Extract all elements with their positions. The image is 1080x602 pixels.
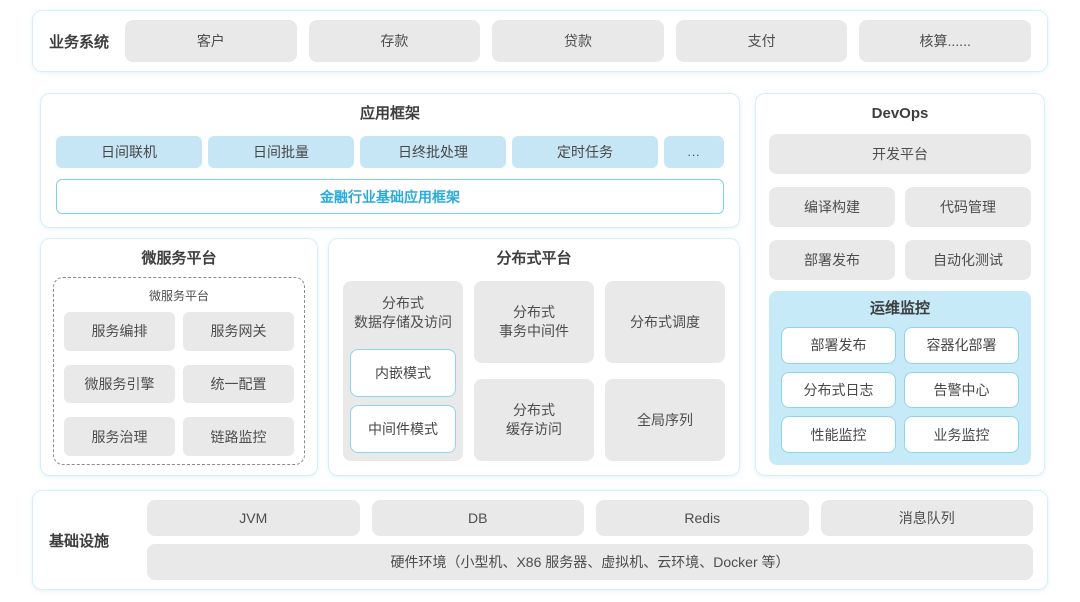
business-systems-row: 客户 存款 贷款 支付 核算...... (125, 20, 1031, 62)
business-systems-panel: 业务系统 客户 存款 贷款 支付 核算...... (32, 10, 1048, 72)
distributed-storage-label: 分布式 数据存储及访问 (354, 295, 452, 330)
app-item-daytime-batch: 日间批量 (208, 136, 354, 168)
distributed-storage-box: 分布式 数据存储及访问 内嵌模式 中间件模式 (343, 281, 463, 461)
micro-item-gateway: 服务网关 (183, 312, 294, 351)
microservice-inner-box: 微服务平台 服务编排 服务网关 微服务引擎 统一配置 服务治理 链路监控 (53, 277, 305, 465)
business-item-accounting: 核算...... (859, 20, 1031, 62)
monitor-item-alert-center: 告警中心 (904, 371, 1019, 409)
app-item-more: ... (664, 136, 724, 168)
dist-item-cache-access: 分布式 缓存访问 (474, 379, 594, 461)
monitor-item-performance: 性能监控 (781, 416, 896, 453)
dist-item-scheduling: 分布式调度 (605, 281, 725, 363)
business-item-payment: 支付 (675, 20, 848, 62)
storage-mode-middleware: 中间件模式 (350, 405, 456, 453)
business-item-deposit: 存款 (308, 20, 481, 62)
devops-panel: DevOps 开发平台 编译构建 代码管理 部署发布 自动化测试 运维监控 部署… (755, 93, 1045, 476)
microservice-panel: 微服务平台 微服务平台 服务编排 服务网关 微服务引擎 统一配置 服务治理 链路… (40, 238, 318, 476)
app-item-scheduled-task: 定时任务 (512, 136, 658, 168)
infrastructure-row: JVM DB Redis 消息队列 (147, 500, 1033, 536)
app-item-daytime-online: 日间联机 (56, 136, 202, 168)
app-framework-panel: 应用框架 日间联机 日间批量 日终批处理 定时任务 ... 金融行业基础应用框架 (40, 93, 740, 228)
monitor-item-deploy-release: 部署发布 (781, 327, 896, 364)
business-item-customer: 客户 (125, 20, 297, 62)
app-framework-title: 应用框架 (359, 105, 420, 122)
microservice-title: 微服务平台 (141, 250, 217, 267)
micro-item-tracing: 链路监控 (183, 417, 294, 456)
dist-item-transaction-middleware: 分布式 事务中间件 (474, 281, 594, 363)
distributed-storage-modes: 内嵌模式 中间件模式 (343, 349, 463, 461)
microservice-inner-title: 微服务平台 (148, 289, 209, 303)
infra-item-redis: Redis (596, 500, 809, 536)
devops-row-1: 编译构建 代码管理 (769, 187, 1031, 227)
monitor-item-container-deploy: 容器化部署 (904, 327, 1019, 364)
micro-item-config: 统一配置 (183, 364, 294, 404)
distributed-panel: 分布式平台 分布式 数据存储及访问 内嵌模式 中间件模式 分布式 事务中间件 分… (328, 238, 740, 476)
devops-item-dev-platform: 开发平台 (769, 134, 1031, 174)
devops-item-code-mgmt: 代码管理 (905, 187, 1031, 227)
monitor-item-distributed-log: 分布式日志 (781, 371, 896, 409)
app-item-eod-batch: 日终批处理 (360, 136, 506, 168)
ops-monitoring-grid: 部署发布 容器化部署 分布式日志 告警中心 性能监控 业务监控 (781, 327, 1019, 453)
devops-row-2: 部署发布 自动化测试 (769, 240, 1031, 280)
infrastructure-panel: 基础设施 JVM DB Redis 消息队列 硬件环境（小型机、X86 服务器、… (32, 490, 1048, 590)
micro-item-engine: 微服务引擎 (64, 364, 175, 404)
microservice-grid: 服务编排 服务网关 微服务引擎 统一配置 服务治理 链路监控 (64, 312, 294, 456)
finance-base-framework-box: 金融行业基础应用框架 (56, 179, 724, 214)
business-item-loan: 贷款 (492, 20, 664, 62)
ops-monitoring-title: 运维监控 (869, 300, 930, 317)
infrastructure-content: JVM DB Redis 消息队列 硬件环境（小型机、X86 服务器、虚拟机、云… (147, 500, 1033, 580)
middle-bottom-row: 微服务平台 微服务平台 服务编排 服务网关 微服务引擎 统一配置 服务治理 链路… (40, 238, 740, 476)
ops-monitoring-panel: 运维监控 部署发布 容器化部署 分布式日志 告警中心 性能监控 业务监控 (769, 291, 1031, 465)
distributed-grid: 分布式 数据存储及访问 内嵌模式 中间件模式 分布式 事务中间件 分布式调度 分… (343, 281, 725, 461)
business-systems-label: 业务系统 (49, 33, 110, 51)
micro-item-orchestration: 服务编排 (64, 312, 175, 351)
infra-item-mq: 消息队列 (820, 500, 1033, 536)
micro-item-governance: 服务治理 (64, 417, 175, 456)
middle-left-column: 应用框架 日间联机 日间批量 日终批处理 定时任务 ... 金融行业基础应用框架… (40, 93, 740, 476)
devops-title: DevOps (871, 105, 929, 122)
monitor-item-business: 业务监控 (904, 416, 1019, 453)
devops-item-build: 编译构建 (769, 187, 895, 227)
hardware-environment-box: 硬件环境（小型机、X86 服务器、虚拟机、云环境、Docker 等） (147, 544, 1033, 580)
dist-item-global-sequence: 全局序列 (605, 379, 725, 461)
infra-item-db: DB (371, 500, 584, 536)
infra-item-jvm: JVM (147, 500, 360, 536)
infrastructure-label: 基础设施 (49, 532, 110, 550)
middle-section: 应用框架 日间联机 日间批量 日终批处理 定时任务 ... 金融行业基础应用框架… (40, 93, 1045, 476)
app-framework-row: 日间联机 日间批量 日终批处理 定时任务 ... (56, 136, 724, 168)
storage-mode-embedded: 内嵌模式 (350, 349, 456, 397)
devops-item-auto-test: 自动化测试 (905, 240, 1031, 280)
devops-item-deploy-release: 部署发布 (769, 240, 895, 280)
distributed-title: 分布式平台 (496, 250, 572, 267)
